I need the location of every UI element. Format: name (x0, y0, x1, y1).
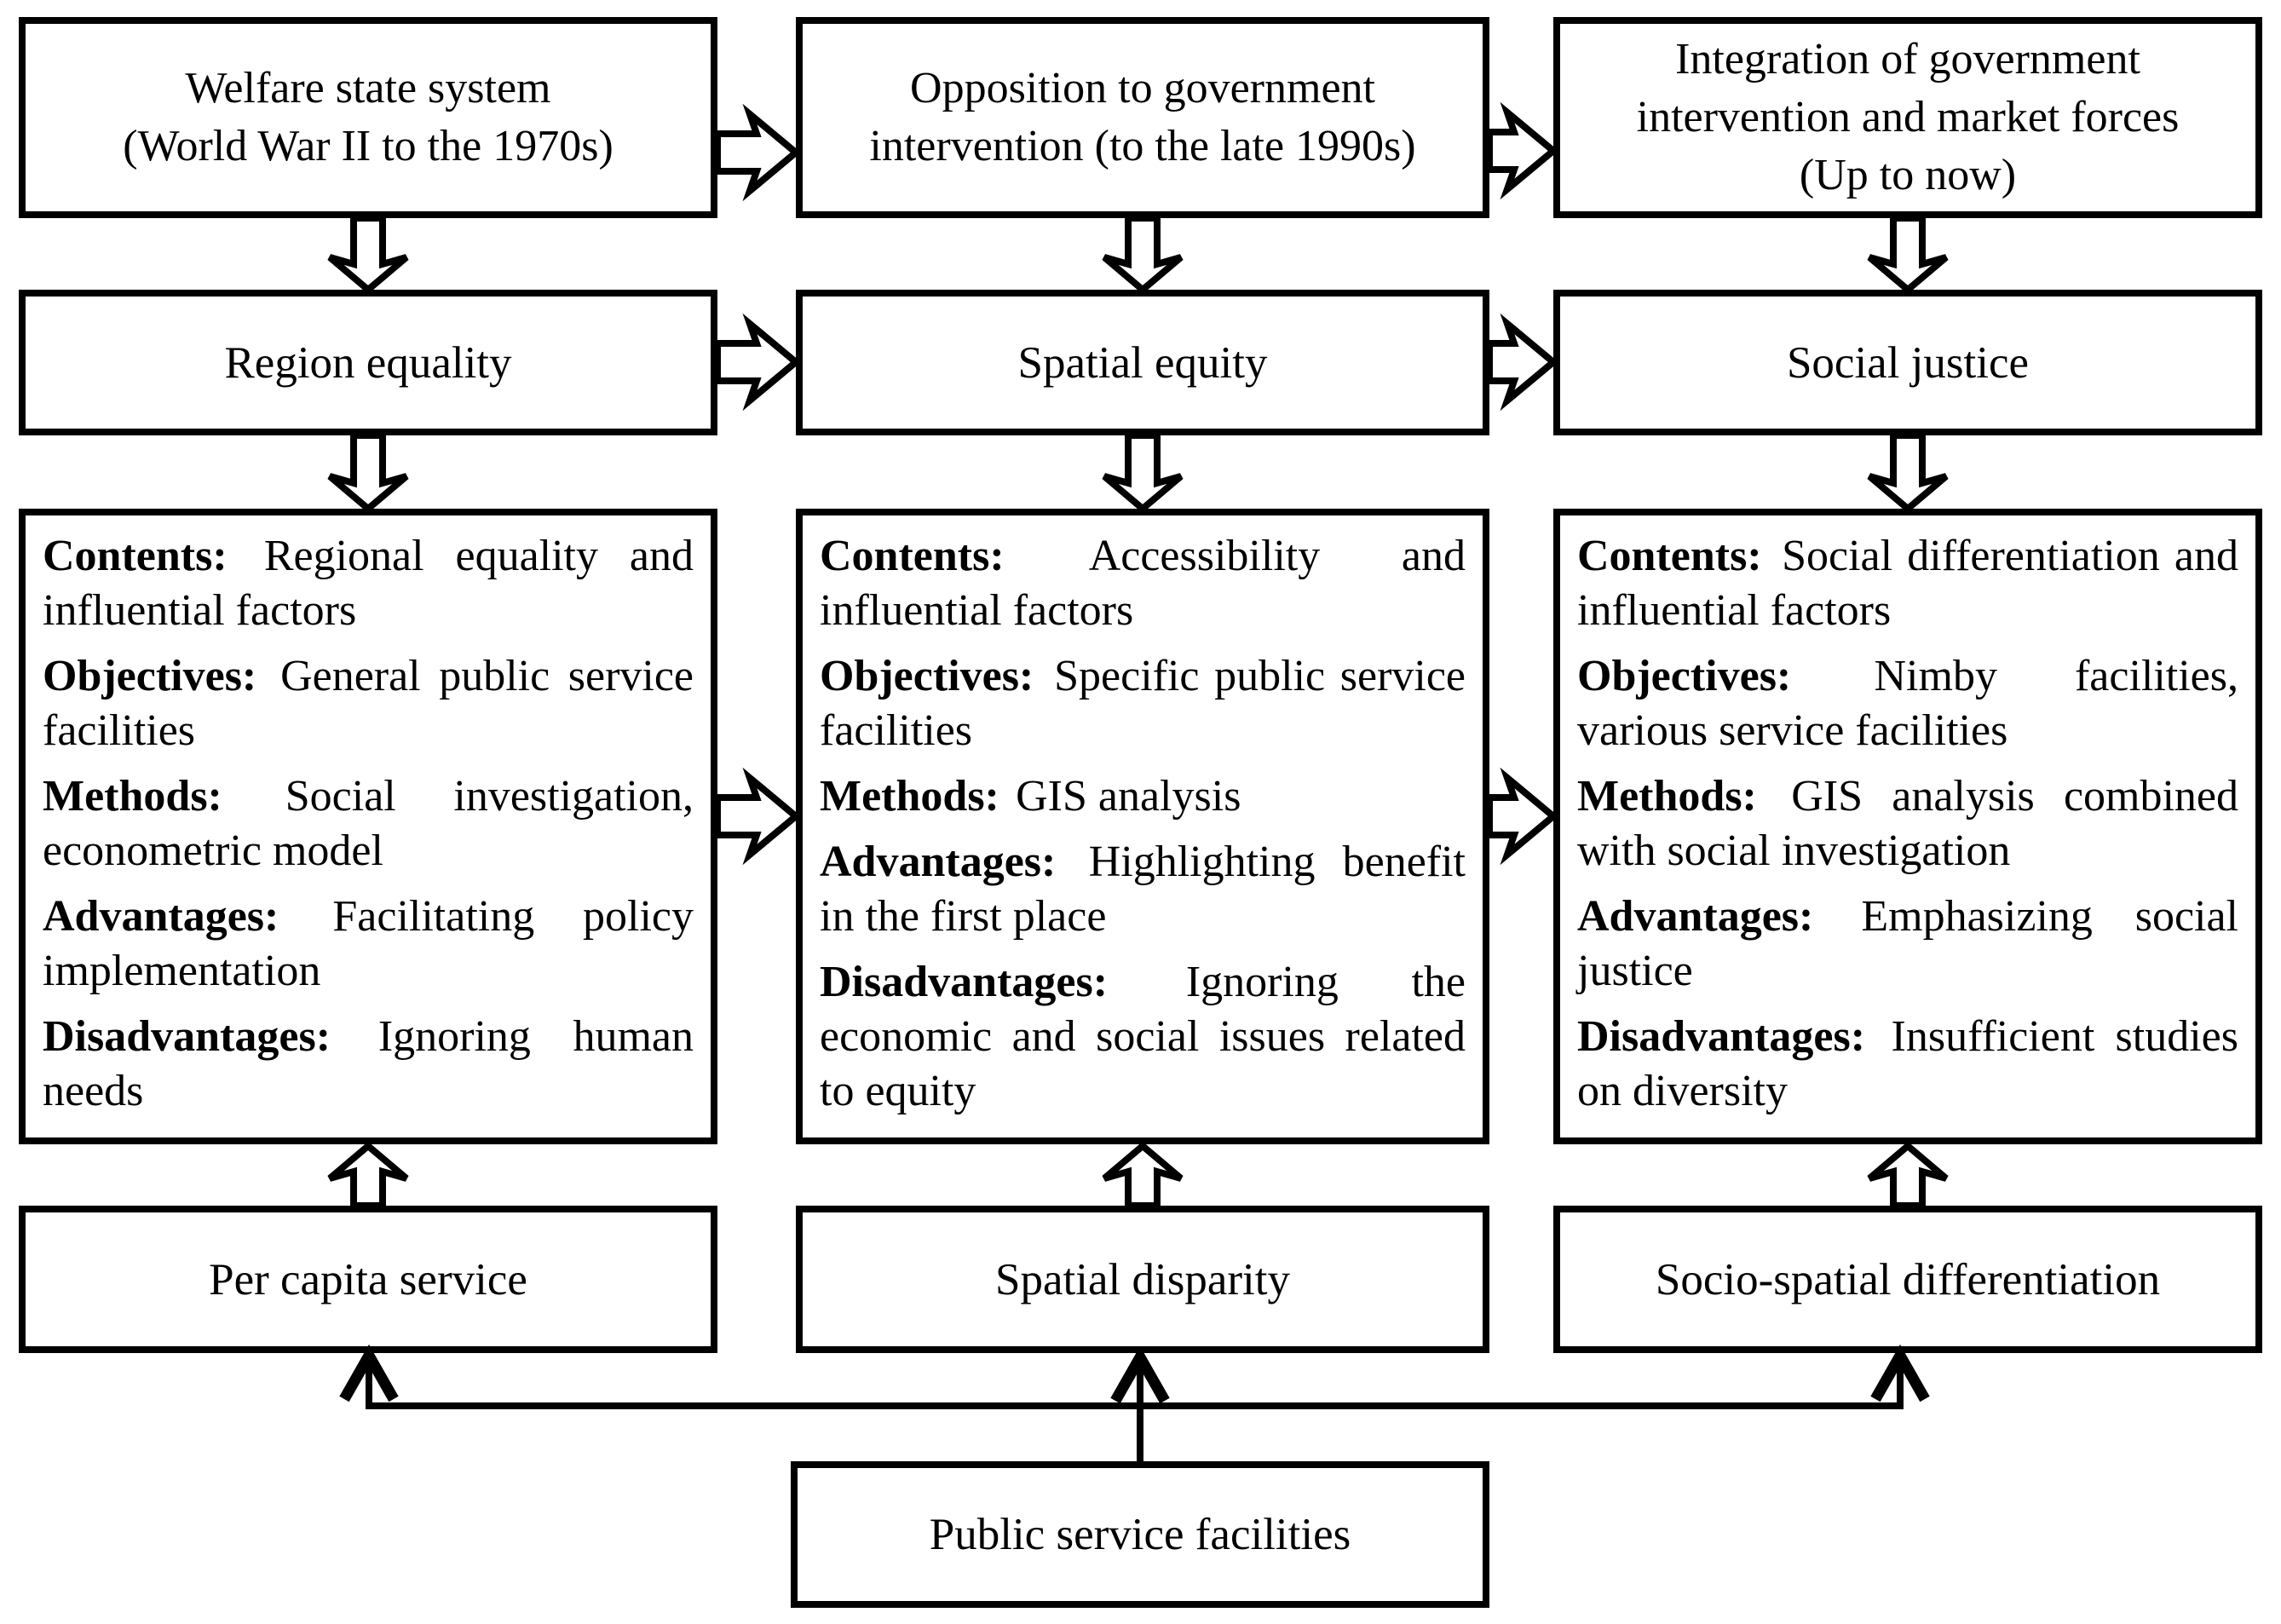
flow-arrow-right-icon (1486, 101, 1559, 200)
detail-paragraph: Disadvantages: Ignoring the economic and… (820, 955, 1466, 1119)
connector-arrow-up-icon (1110, 1345, 1170, 1404)
detail-label: Methods: (43, 772, 222, 821)
detail-paragraph: Objectives: General public service facil… (43, 649, 694, 758)
detail-label: Contents: (1577, 532, 1762, 580)
detail-text: Highlighting benefit in the first place (820, 838, 1466, 941)
flow-arrow-up-icon (1867, 1141, 1949, 1209)
connector-arrow-up-icon (1870, 1344, 1930, 1402)
era-box-integration-market: Integration of government intervention a… (1553, 17, 2262, 218)
detail-label: Objectives: (820, 652, 1034, 700)
detail-text: Emphasizing social justice (1577, 892, 2238, 995)
flow-arrow-right-icon (1486, 313, 1559, 412)
measure-text: Spatial disparity (995, 1254, 1290, 1304)
detail-paragraph: Methods: GIS analysis (820, 769, 1466, 824)
detail-text: Nimby facilities, various service facili… (1577, 652, 2238, 755)
source-text: Public service facilities (929, 1510, 1351, 1559)
detail-paragraph: Methods: Social investigation, econometr… (43, 769, 694, 878)
era-text-line: intervention and market forces (1636, 93, 2180, 141)
flow-arrow-down-icon (1867, 215, 1949, 295)
era-text-line: (Up to now) (1799, 151, 2017, 199)
detail-paragraph: Contents: Social differentiation and inf… (1577, 529, 2238, 638)
detail-paragraph: Advantages: Emphasizing social justice (1577, 890, 2238, 999)
connector-arrow-up-icon (339, 1344, 399, 1402)
detail-text: GIS analysis (1016, 772, 1241, 821)
era-text-line: Integration of government (1675, 35, 2140, 84)
detail-box-region-equality: Contents: Regional equality and influent… (19, 509, 717, 1144)
flow-arrow-right-icon (1486, 767, 1559, 866)
measure-box-socio-spatial-differentiation: Socio-spatial differentiation (1553, 1206, 2262, 1353)
concept-box-region-equality: Region equality (19, 290, 717, 435)
flow-arrow-up-icon (1102, 1141, 1184, 1209)
detail-paragraph: Contents: Regional equality and influent… (43, 529, 694, 638)
era-box-opposition-government: Opposition to government intervention (t… (796, 17, 1489, 218)
detail-box-spatial-equity: Contents: Accessibility and influential … (796, 509, 1489, 1144)
flow-arrow-down-icon (1102, 215, 1184, 295)
detail-text: Insufficient studies on diversity (1577, 1012, 2238, 1115)
era-text-line: Welfare state system (185, 64, 551, 112)
detail-label: Objectives: (43, 652, 257, 700)
flow-arrow-down-icon (1102, 432, 1184, 514)
concept-text: Social justice (1786, 337, 2030, 388)
detail-paragraph: Objectives: Specific public service faci… (820, 649, 1466, 758)
detail-text: Accessibility and influential factors (820, 532, 1466, 635)
detail-text: Regional equality and influential factor… (43, 532, 694, 635)
flow-arrow-down-icon (327, 432, 409, 514)
flow-arrow-right-icon (714, 313, 802, 412)
detail-text: Social differentiation and influential f… (1577, 532, 2238, 635)
detail-text: Social investigation, econometric model (43, 772, 694, 875)
detail-label: Methods: (1577, 772, 1757, 821)
detail-label: Disadvantages: (1577, 1012, 1866, 1061)
concept-box-social-justice: Social justice (1553, 290, 2262, 435)
flow-arrow-down-icon (1867, 432, 1949, 514)
measure-text: Socio-spatial differentiation (1655, 1254, 2161, 1304)
detail-text: Facilitating policy implementation (43, 892, 694, 995)
source-box-public-service-facilities: Public service facilities (791, 1461, 1489, 1608)
detail-box-social-justice: Contents: Social differentiation and inf… (1553, 509, 2262, 1144)
detail-label: Advantages: (1577, 892, 1814, 941)
detail-label: Advantages: (820, 838, 1057, 886)
detail-text: Ignoring the economic and social issues … (820, 958, 1466, 1115)
detail-label: Contents: (43, 532, 228, 580)
detail-label: Contents: (820, 532, 1005, 580)
detail-paragraph: Advantages: Facilitating policy implemen… (43, 890, 694, 999)
measure-text: Per capita service (209, 1254, 527, 1304)
measure-box-spatial-disparity: Spatial disparity (796, 1206, 1489, 1353)
detail-label: Disadvantages: (820, 958, 1109, 1006)
detail-paragraph: Disadvantages: Ignoring human needs (43, 1010, 694, 1119)
concept-text: Region equality (224, 337, 512, 388)
detail-paragraph: Disadvantages: Insufficient studies on d… (1577, 1010, 2238, 1119)
era-text-line: Opposition to government (910, 64, 1375, 112)
detail-text: Ignoring human needs (43, 1012, 694, 1115)
concept-box-spatial-equity: Spatial equity (796, 290, 1489, 435)
era-text-line: intervention (to the late 1990s) (869, 122, 1416, 170)
era-box-welfare-state: Welfare state system (World War II to th… (19, 17, 717, 218)
detail-text: General public service facilities (43, 652, 694, 755)
detail-label: Objectives: (1577, 652, 1792, 700)
detail-paragraph: Methods: GIS analysis combined with soci… (1577, 769, 2238, 878)
flow-arrow-right-icon (714, 103, 802, 202)
detail-text: Specific public service facilities (820, 652, 1466, 755)
flow-arrow-up-icon (327, 1141, 409, 1209)
flow-arrow-down-icon (327, 215, 409, 295)
detail-label: Disadvantages: (43, 1012, 331, 1061)
detail-label: Methods: (820, 772, 999, 821)
concept-text: Spatial equity (1017, 337, 1268, 388)
detail-paragraph: Objectives: Nimby facilities, various se… (1577, 649, 2238, 758)
detail-text: GIS analysis combined with social invest… (1577, 772, 2238, 875)
era-text-line: (World War II to the 1970s) (123, 122, 613, 170)
detail-paragraph: Advantages: Highlighting benefit in the … (820, 835, 1466, 944)
measure-box-per-capita-service: Per capita service (19, 1206, 717, 1353)
detail-label: Advantages: (43, 892, 279, 941)
detail-paragraph: Contents: Accessibility and influential … (820, 529, 1466, 638)
flow-arrow-right-icon (714, 767, 802, 866)
